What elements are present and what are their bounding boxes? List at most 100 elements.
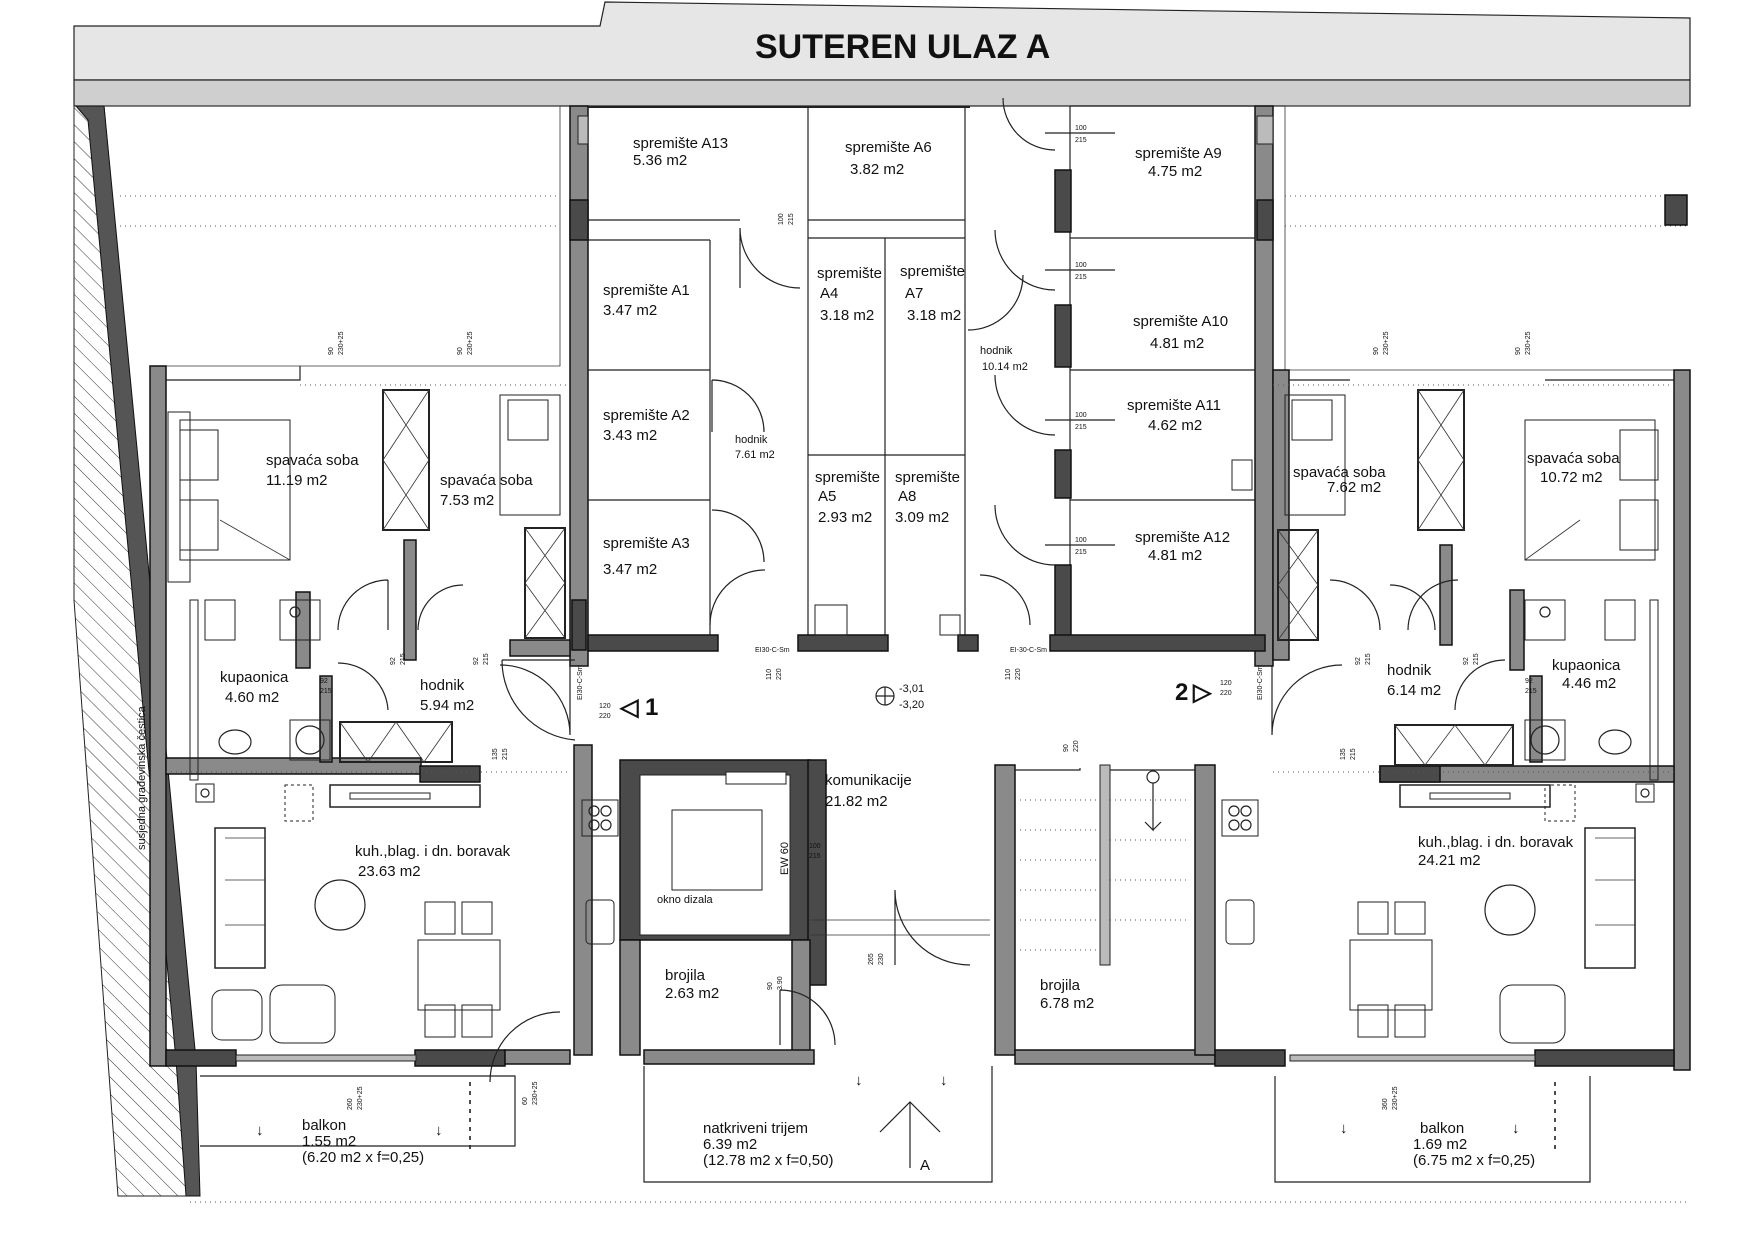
corridor-left-area: 7.61 m2: [735, 449, 775, 461]
storage-a6-name: spremište A6: [845, 139, 932, 156]
svg-text:230+25: 230+25: [467, 331, 474, 355]
porch-area: 6.39 m2: [703, 1136, 757, 1153]
down-arrow-icon: ↓: [435, 1122, 443, 1139]
svg-text:92: 92: [1525, 678, 1533, 685]
svg-text:215: 215: [1350, 748, 1357, 760]
upper-outline: [104, 105, 1690, 371]
left-bedroom-1-name: spavaća soba: [266, 452, 359, 469]
right-balcony-calc: (6.75 m2 x f=0,25): [1413, 1152, 1535, 1169]
storage-a13-name: spremište A13: [633, 135, 728, 152]
svg-text:100: 100: [809, 843, 821, 850]
svg-text:EI30-C-Sm: EI30-C-Sm: [1257, 665, 1264, 700]
svg-text:92: 92: [1463, 657, 1470, 665]
storage-a7-name: spremište: [900, 263, 965, 280]
svg-text:215: 215: [400, 653, 407, 665]
svg-text:100: 100: [778, 213, 785, 225]
svg-text:215: 215: [483, 653, 490, 665]
storage-a9-area: 4.75 m2: [1148, 163, 1202, 180]
storage-a10-area: 4.81 m2: [1150, 335, 1204, 352]
right-bathroom-name: kupaonica: [1552, 657, 1621, 674]
left-bedroom-2-name: spavaća soba: [440, 472, 533, 489]
storage-a8-name: spremište: [895, 469, 960, 486]
svg-text:260: 260: [347, 1098, 354, 1110]
svg-text:215: 215: [1365, 653, 1372, 665]
storage-block: [569, 97, 1274, 667]
level-upper: -3,01: [899, 683, 924, 695]
down-arrow-icon: ↓: [855, 1072, 863, 1089]
right-apartment: spavaća soba 7.62 m2 spavaća soba 10.72 …: [1214, 331, 1691, 1183]
meters-small-area: 2.63 m2: [665, 985, 719, 1002]
storage-a9-name: spremište A9: [1135, 145, 1222, 162]
left-apartment: spavaća soba 11.19 m2 spavaća soba 7.53 …: [149, 331, 576, 1166]
lift-shaft-label: okno dizala: [657, 894, 714, 906]
porch-calc: (12.78 m2 x f=0,50): [703, 1152, 834, 1169]
communication-core: ↓ ↓ A -3,01 -3,20 ◁ 1 2 ▷ komunikacije 2…: [499, 664, 1343, 1183]
storage-a3-area: 3.47 m2: [603, 561, 657, 578]
down-arrow-icon: ↓: [256, 1122, 264, 1139]
storage-a2-name: spremište A2: [603, 407, 690, 424]
left-bathroom-area: 4.60 m2: [225, 689, 279, 706]
left-hall-area: 5.94 m2: [420, 697, 474, 714]
svg-text:120: 120: [599, 703, 611, 710]
svg-text:135: 135: [492, 748, 499, 760]
right-bedroom-large-name: spavaća soba: [1527, 450, 1620, 467]
meters-large-area: 6.78 m2: [1040, 995, 1094, 1012]
storage-a11-name: spremište A11: [1127, 397, 1221, 414]
svg-text:215: 215: [788, 213, 795, 225]
storage-a7-area: 3.18 m2: [907, 307, 961, 324]
svg-text:360: 360: [1382, 1098, 1389, 1110]
right-hall-area: 6.14 m2: [1387, 682, 1441, 699]
svg-text:230+25: 230+25: [1392, 1086, 1399, 1110]
svg-text:100: 100: [1075, 537, 1087, 544]
storage-a1-area: 3.47 m2: [603, 302, 657, 319]
storage-a3-name: spremište A3: [603, 535, 690, 552]
left-balcony-calc: (6.20 m2 x f=0,25): [302, 1149, 424, 1166]
svg-text:215: 215: [1525, 688, 1537, 695]
right-bedroom-small-area: 7.62 m2: [1327, 479, 1381, 496]
svg-text:220: 220: [599, 713, 611, 720]
svg-text:90: 90: [1515, 347, 1522, 355]
svg-text:92: 92: [320, 678, 328, 685]
svg-text:230+25: 230+25: [1525, 331, 1532, 355]
storage-a7-code: A7: [905, 285, 923, 302]
corridor-right-area: 10.14 m2: [982, 361, 1028, 373]
storage-a5-name: spremište: [815, 469, 880, 486]
left-balcony-name: balkon: [302, 1117, 346, 1134]
svg-text:90: 90: [1063, 744, 1070, 752]
corridor-left-name: hodnik: [735, 434, 768, 446]
storage-labels: spremište A13 5.36 m2 spremište A6 3.82 …: [603, 135, 1230, 578]
storage-a5-code: A5: [818, 488, 836, 505]
svg-text:230+25: 230+25: [1383, 331, 1390, 355]
svg-text:100: 100: [1075, 412, 1087, 419]
svg-text:220: 220: [1220, 690, 1232, 697]
storage-a10-name: spremište A10: [1133, 313, 1228, 330]
storage-a12-area: 4.81 m2: [1148, 547, 1202, 564]
svg-text:100: 100: [1075, 262, 1087, 269]
svg-text:100: 100: [1075, 125, 1087, 132]
svg-text:215: 215: [502, 748, 509, 760]
svg-text:EI-30-C-Sm: EI-30-C-Sm: [1010, 647, 1047, 654]
entrance-1-label: 1: [645, 694, 658, 721]
left-living-area: 23.63 m2: [358, 863, 421, 880]
svg-text:265: 265: [868, 953, 875, 965]
neighbor-plot-hatch: susjedna građevinska čestica: [73, 105, 201, 1197]
svg-text:110: 110: [766, 669, 773, 680]
svg-text:215: 215: [320, 688, 332, 695]
svg-text:92: 92: [1355, 657, 1362, 665]
svg-text:220: 220: [776, 668, 783, 680]
level-lower: -3,20: [899, 699, 924, 711]
communication-area: 21.82 m2: [825, 793, 888, 810]
svg-text:120: 120: [1220, 680, 1232, 687]
right-balcony-name: balkon: [1420, 1120, 1464, 1137]
svg-text:230+25: 230+25: [338, 331, 345, 355]
right-hall-name: hodnik: [1387, 662, 1432, 679]
storage-a6-area: 3.82 m2: [850, 161, 904, 178]
down-arrow-icon: ↓: [1340, 1120, 1348, 1137]
entrance-2-label: 2: [1175, 679, 1188, 706]
porch-name: natkriveni trijem: [703, 1120, 808, 1137]
svg-text:230+25: 230+25: [357, 1086, 364, 1110]
section-marker: A: [920, 1157, 930, 1174]
svg-text:3.90: 3.90: [777, 976, 784, 990]
storage-a2-area: 3.43 m2: [603, 427, 657, 444]
